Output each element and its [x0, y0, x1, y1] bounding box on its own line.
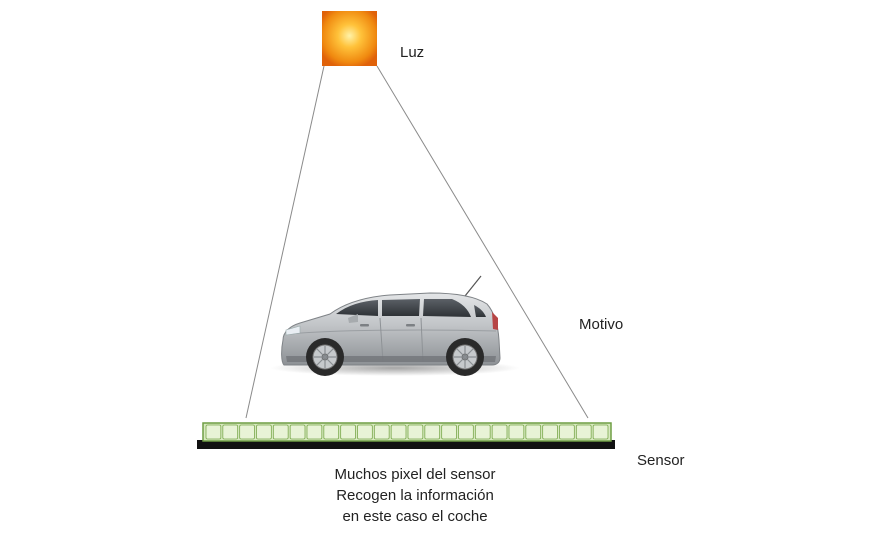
sensor-pixels [205, 424, 609, 440]
sensor-pixel [575, 424, 592, 440]
sensor-pixel [407, 424, 424, 440]
sensor-pixel [441, 424, 457, 440]
sensor-pixel [542, 424, 558, 440]
sensor-label: Sensor [637, 452, 685, 469]
sensor-pixel [559, 424, 575, 440]
caption-line: Recogen la información [336, 487, 494, 504]
caption-line: Muchos pixel del sensor [334, 466, 496, 483]
light-ray-right [376, 65, 589, 419]
sensor [197, 422, 615, 449]
sensor-pixel [525, 424, 542, 440]
subject-label: Motivo [579, 316, 624, 333]
sensor-pixel [340, 424, 356, 440]
sensor-pixel [592, 424, 609, 440]
sensor-pixel [491, 424, 508, 440]
sensor-pixel [289, 424, 306, 440]
sensor-pixel [458, 424, 474, 440]
caption: Muchos pixel del sensor Recogen la infor… [250, 464, 580, 527]
caption-line: en este caso el coche [342, 508, 488, 525]
light-source [322, 11, 377, 66]
sensor-pixel [256, 424, 272, 440]
sensor-pixel [373, 424, 390, 440]
sensor-pixel [357, 424, 373, 440]
sensor-pixel [323, 424, 340, 440]
sensor-pixel [272, 424, 289, 440]
car-subject [270, 275, 520, 376]
sensor-base [197, 440, 615, 449]
sensor-pixel [222, 424, 239, 440]
sensor-pixel [508, 424, 525, 440]
sensor-pixel [390, 424, 407, 440]
sensor-pixel [424, 424, 441, 440]
light-ray-left [245, 65, 325, 419]
light-label: Luz [400, 44, 425, 61]
sensor-pixel [205, 424, 222, 440]
sensor-pixel [474, 424, 491, 440]
sensor-pixel [306, 424, 323, 440]
sensor-pixel [239, 424, 255, 440]
